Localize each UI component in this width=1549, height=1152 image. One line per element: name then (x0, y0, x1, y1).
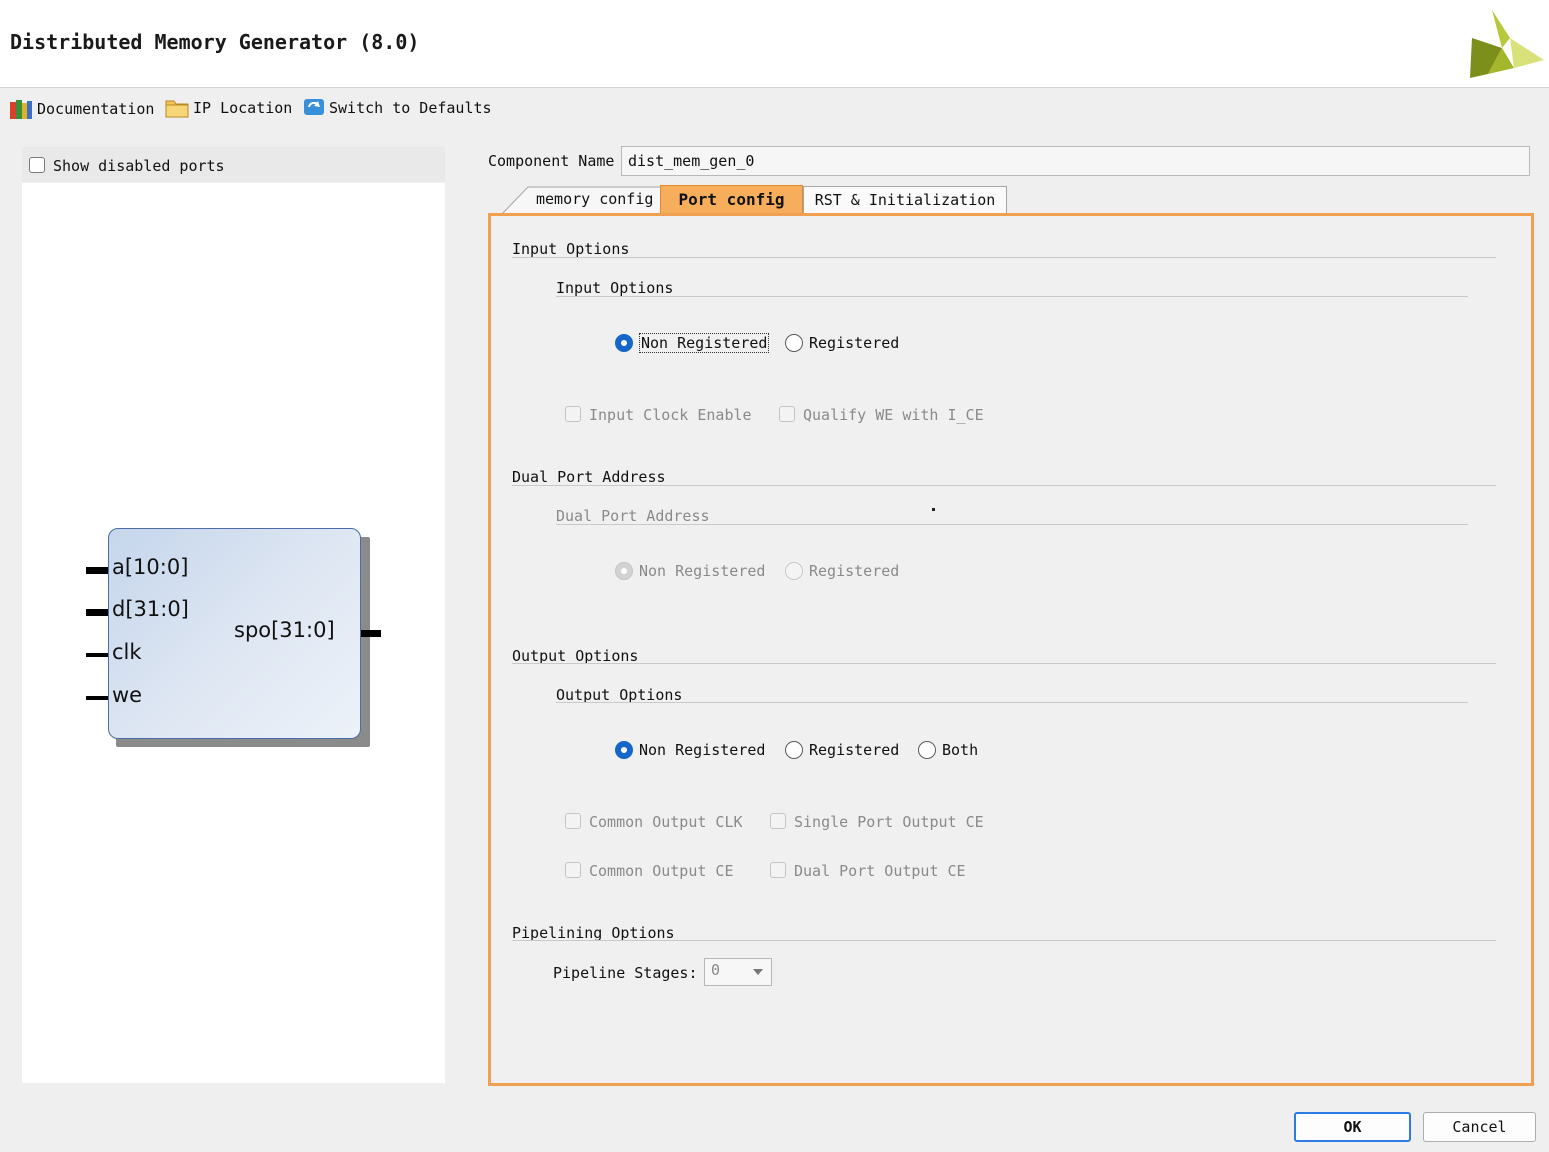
component-name-input[interactable] (621, 146, 1530, 176)
common-output-clk-label: Common Output CLK (589, 813, 743, 831)
cancel-button[interactable]: Cancel (1423, 1112, 1536, 1142)
section-separator (512, 663, 1496, 664)
common-output-ce-label: Common Output CE (589, 862, 734, 880)
input-non-registered-text: Non Registered (639, 333, 770, 353)
input-clock-enable-label: Input Clock Enable (589, 406, 752, 424)
common-output-ce-checkbox[interactable] (565, 862, 581, 878)
group-separator (556, 524, 1468, 525)
section-separator (512, 940, 1496, 941)
pipeline-stages-select[interactable]: 0 (704, 958, 772, 986)
tab-memory-config[interactable]: memory config (536, 190, 654, 208)
input-registered-label: Registered (809, 334, 900, 352)
qualify-we-label: Qualify WE with I_CE (803, 406, 984, 424)
tab-rst-initialization[interactable]: RST & Initialization (803, 186, 1007, 214)
show-disabled-ports-checkbox[interactable] (29, 157, 45, 173)
pin-clk (86, 653, 108, 657)
group-title-dual-port-address: Dual Port Address (556, 507, 710, 525)
documentation-button[interactable]: Documentation (9, 98, 154, 120)
ip-location-label: IP Location (193, 99, 293, 117)
pin-label-we: we (112, 683, 143, 707)
input-non-registered-label: Non Registered (639, 333, 770, 353)
dpa-registered-radio[interactable] (785, 562, 803, 580)
switch-to-defaults-button[interactable]: Switch to Defaults (303, 98, 492, 118)
xilinx-logo-icon (1470, 10, 1544, 78)
group-title-input-options: Input Options (556, 279, 674, 297)
input-registered-radio[interactable] (785, 334, 803, 352)
ip-location-button[interactable]: IP Location (165, 98, 292, 118)
folder-icon (165, 100, 189, 118)
section-title-dual-port-address: Dual Port Address (512, 468, 666, 486)
section-title-input-options: Input Options (512, 240, 630, 258)
symbol-panel-header (22, 147, 445, 182)
dpa-non-registered-radio[interactable] (615, 562, 633, 580)
section-title-output-options: Output Options (512, 647, 639, 665)
pin-label-d: d[31:0] (112, 597, 189, 621)
dual-port-output-ce-label: Dual Port Output CE (794, 862, 966, 880)
pin-d (86, 609, 108, 616)
section-separator (512, 257, 1496, 258)
window-title: Distributed Memory Generator (8.0) (10, 30, 420, 54)
output-both-label: Both (942, 741, 979, 759)
ip-symbol-block (108, 528, 361, 739)
tab-shape-memory-config (502, 186, 664, 214)
pin-label-spo: spo[31:0] (234, 618, 335, 642)
output-registered-label: Registered (809, 741, 900, 759)
output-registered-radio[interactable] (785, 741, 803, 759)
common-output-clk-checkbox[interactable] (565, 813, 581, 829)
pipeline-stages-value: 0 (711, 961, 721, 979)
component-name-label: Component Name (488, 152, 615, 170)
refresh-icon (304, 99, 324, 115)
section-separator (512, 485, 1496, 486)
dpa-non-registered-label: Non Registered (639, 562, 766, 580)
qualify-we-checkbox[interactable] (779, 406, 795, 422)
tab-port-config[interactable]: Port config (660, 185, 803, 213)
output-non-registered-radio[interactable] (615, 741, 633, 759)
switch-to-defaults-label: Switch to Defaults (329, 99, 492, 117)
pin-spo (361, 630, 381, 637)
stray-dot (932, 508, 935, 511)
group-title-output-options: Output Options (556, 686, 683, 704)
toolbar: Documentation IP Location Switch to Defa… (0, 88, 1549, 128)
output-non-registered-label: Non Registered (639, 741, 766, 759)
output-both-radio[interactable] (918, 741, 936, 759)
dpa-registered-label: Registered (809, 562, 900, 580)
input-non-registered-radio[interactable] (615, 334, 633, 352)
show-disabled-ports-label: Show disabled ports (53, 157, 225, 175)
documentation-label: Documentation (37, 100, 155, 118)
pin-label-clk: clk (112, 640, 142, 664)
group-separator (556, 702, 1468, 703)
single-port-output-ce-checkbox[interactable] (770, 813, 786, 829)
chevron-down-icon (753, 969, 763, 975)
pin-we (86, 696, 108, 700)
books-icon (10, 100, 32, 119)
single-port-output-ce-label: Single Port Output CE (794, 813, 984, 831)
group-separator (556, 296, 1468, 297)
section-title-pipelining-options: Pipelining Options (512, 924, 675, 942)
input-clock-enable-checkbox[interactable] (565, 406, 581, 422)
window-header (0, 0, 1549, 88)
pin-a (86, 567, 108, 574)
pipeline-stages-label: Pipeline Stages: (553, 964, 698, 982)
dual-port-output-ce-checkbox[interactable] (770, 862, 786, 878)
pin-label-a: a[10:0] (112, 555, 189, 579)
ok-button[interactable]: OK (1294, 1112, 1411, 1142)
